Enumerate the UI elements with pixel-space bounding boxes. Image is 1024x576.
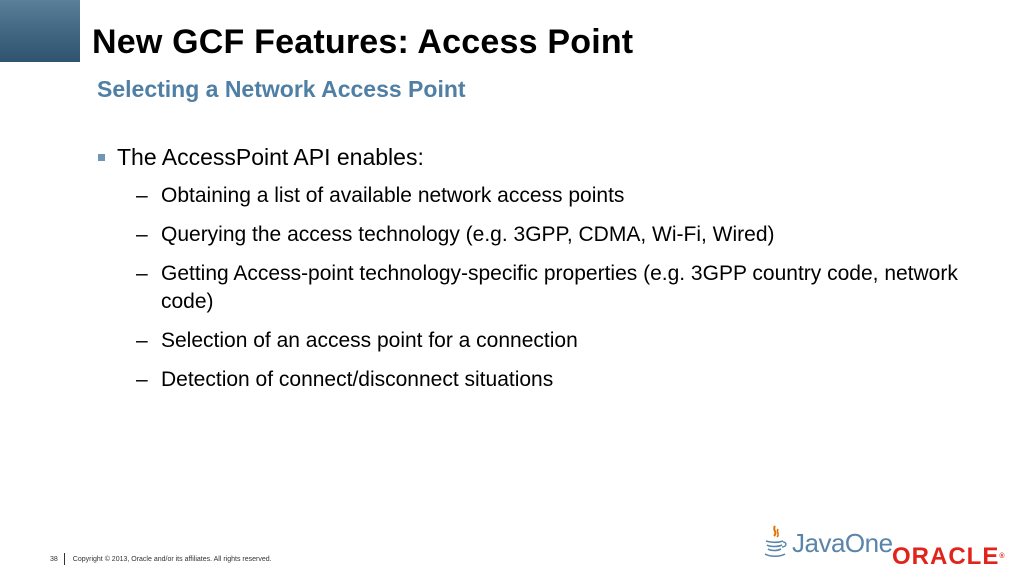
sub-bullet-text: Detection of connect/disconnect situatio… bbox=[161, 368, 554, 391]
registered-mark-icon: ® bbox=[999, 553, 1006, 560]
javaone-wordmark: JavaOne bbox=[792, 528, 893, 558]
bullet-item: The AccessPoint API enables: bbox=[98, 142, 978, 172]
slide-subtitle: Selecting a Network Access Point bbox=[97, 76, 466, 102]
sub-bullet-text: Obtaining a list of available network ac… bbox=[161, 184, 625, 207]
bullet-text: The AccessPoint API enables: bbox=[117, 144, 424, 170]
dash-bullet: – bbox=[136, 223, 148, 246]
slide-body: The AccessPoint API enables: – Obtaining… bbox=[98, 142, 978, 405]
sub-bullet-text: Getting Access-point technology-specific… bbox=[161, 262, 958, 313]
dash-bullet: – bbox=[136, 262, 148, 285]
page-number: 38 bbox=[50, 555, 58, 563]
sub-bullet-item: – Detection of connect/disconnect situat… bbox=[136, 366, 978, 394]
java-cup-icon bbox=[764, 525, 787, 558]
sub-bullet-list: – Obtaining a list of available network … bbox=[98, 182, 978, 394]
sub-bullet-text: Querying the access technology (e.g. 3GP… bbox=[161, 223, 775, 246]
header-accent-block bbox=[0, 0, 80, 62]
dash-bullet: – bbox=[136, 184, 148, 207]
sub-bullet-item: – Querying the access technology (e.g. 3… bbox=[136, 221, 978, 249]
oracle-logo: ORACLE® bbox=[892, 545, 1006, 569]
oracle-wordmark: ORACLE bbox=[892, 543, 1000, 570]
sub-bullet-item: – Selection of an access point for a con… bbox=[136, 327, 978, 355]
dash-bullet: – bbox=[136, 329, 148, 352]
javaone-logo: JavaOne bbox=[762, 524, 893, 558]
copyright-text: Copyright © 2013, Oracle and/or its affi… bbox=[72, 555, 272, 563]
footer: 38 Copyright © 2013, Oracle and/or its a… bbox=[50, 553, 272, 565]
square-bullet-icon bbox=[98, 154, 105, 161]
dash-bullet: – bbox=[136, 368, 148, 391]
sub-bullet-text: Selection of an access point for a conne… bbox=[161, 329, 578, 352]
footer-divider bbox=[63, 553, 65, 565]
sub-bullet-item: – Getting Access-point technology-specif… bbox=[136, 260, 978, 316]
sub-bullet-item: – Obtaining a list of available network … bbox=[136, 182, 978, 210]
slide-title: New GCF Features: Access Point bbox=[92, 23, 634, 61]
